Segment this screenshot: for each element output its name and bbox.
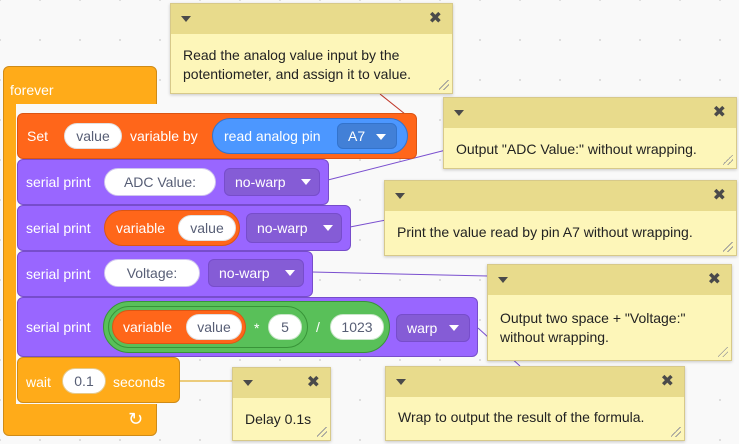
mode-value-2: no-warp <box>257 220 308 236</box>
note-header[interactable] <box>386 367 684 397</box>
note-text-3: Print the value read by pin A7 without w… <box>397 224 693 240</box>
resize-grip-icon[interactable] <box>718 347 728 357</box>
resize-grip-icon[interactable] <box>317 427 327 437</box>
serial-print-label-3: serial print <box>26 266 91 282</box>
divisor-input[interactable]: 1023 <box>330 314 384 340</box>
note-header[interactable] <box>385 181 736 211</box>
mode-dropdown-2[interactable]: no-warp <box>246 213 342 243</box>
variable-reporter-label-2: variable <box>116 220 166 236</box>
note-header[interactable] <box>444 98 736 128</box>
mode-dropdown-4[interactable]: warp <box>396 314 470 342</box>
comment-note-3[interactable]: ✖ Print the value read by pin A7 without… <box>384 180 737 256</box>
note-header[interactable] <box>488 265 731 295</box>
wait-unit-label: seconds <box>113 374 166 390</box>
comment-note-4[interactable]: ✖ Output two space + "Voltage:" without … <box>487 264 732 361</box>
variable-name-field[interactable]: value <box>64 123 122 149</box>
text-input-voltage[interactable]: Voltage: <box>104 259 200 287</box>
triangle-down-icon[interactable] <box>181 16 191 22</box>
pin-value: A7 <box>348 128 366 144</box>
comment-note-5[interactable]: ✖ Delay 0.1s <box>232 367 331 441</box>
mode-dropdown-3[interactable]: no-warp <box>208 259 304 287</box>
multiplier-input[interactable]: 5 <box>268 314 302 340</box>
variable-reporter-label-4: variable <box>123 319 173 335</box>
mode-value-4: warp <box>407 320 438 336</box>
mode-value-1: no-warp <box>235 174 286 190</box>
resize-grip-icon[interactable] <box>439 80 449 90</box>
triangle-down-icon[interactable] <box>395 193 405 199</box>
note-text-4: Output two space + "Voltage:" without wr… <box>500 310 686 345</box>
serial-print-label-4: serial print <box>26 319 91 335</box>
close-x-icon[interactable]: ✖ <box>660 373 674 390</box>
note-text-1: Read the analog value input by the poten… <box>183 47 412 82</box>
wait-value-input[interactable]: 0.1 <box>62 368 106 394</box>
note-text-6: Wrap to output the result of the formula… <box>398 409 645 425</box>
variable-name-field-2[interactable]: value <box>178 215 236 241</box>
note-text-5: Delay 0.1s <box>245 411 312 427</box>
forever-label: forever <box>10 82 54 98</box>
resize-grip-icon[interactable] <box>723 155 733 165</box>
mode-dropdown-1[interactable]: no-warp <box>224 168 320 196</box>
set-label: Set <box>27 128 49 144</box>
mode-value-3: no-warp <box>219 265 270 281</box>
text-input-adc-value[interactable]: ADC Value: <box>104 168 216 196</box>
comment-note-1[interactable]: ✖ Read the analog value input by the pot… <box>170 3 453 94</box>
caret-down-icon <box>376 134 386 140</box>
serial-print-label-2: serial print <box>26 220 91 236</box>
triangle-down-icon[interactable] <box>243 380 253 386</box>
close-x-icon[interactable]: ✖ <box>712 104 726 121</box>
triangle-down-icon[interactable] <box>396 379 406 385</box>
note-text-2: Output "ADC Value:" without wrapping. <box>456 141 697 157</box>
read-analog-pin-label: read analog pin <box>224 128 321 144</box>
close-x-icon[interactable]: ✖ <box>707 271 721 288</box>
loop-arrow-icon: ↻ <box>128 409 144 429</box>
serial-print-label-1: serial print <box>26 174 91 190</box>
comment-note-6[interactable]: ✖ Wrap to output the result of the formu… <box>385 366 685 441</box>
resize-grip-icon[interactable] <box>671 427 681 437</box>
close-x-icon[interactable]: ✖ <box>306 374 320 391</box>
caret-down-icon <box>323 225 333 231</box>
close-x-icon[interactable]: ✖ <box>428 10 442 27</box>
multiply-op-label: * <box>254 320 260 336</box>
variable-by-label: variable by <box>130 128 198 144</box>
triangle-down-icon[interactable] <box>454 110 464 116</box>
close-x-icon[interactable]: ✖ <box>712 187 726 204</box>
caret-down-icon <box>285 270 295 276</box>
note-header[interactable] <box>171 4 452 34</box>
variable-name-field-4[interactable]: value <box>186 314 242 340</box>
caret-down-icon <box>449 325 459 331</box>
resize-grip-icon[interactable] <box>723 242 733 252</box>
pin-dropdown[interactable]: A7 <box>337 123 397 149</box>
connector-note3 <box>349 219 387 228</box>
comment-note-2[interactable]: ✖ Output "ADC Value:" without wrapping. <box>443 97 737 169</box>
triangle-down-icon[interactable] <box>498 277 508 283</box>
wait-label: wait <box>26 374 51 390</box>
connector-note4 <box>311 271 489 277</box>
divide-op-label: / <box>316 319 320 335</box>
caret-down-icon <box>301 179 311 185</box>
